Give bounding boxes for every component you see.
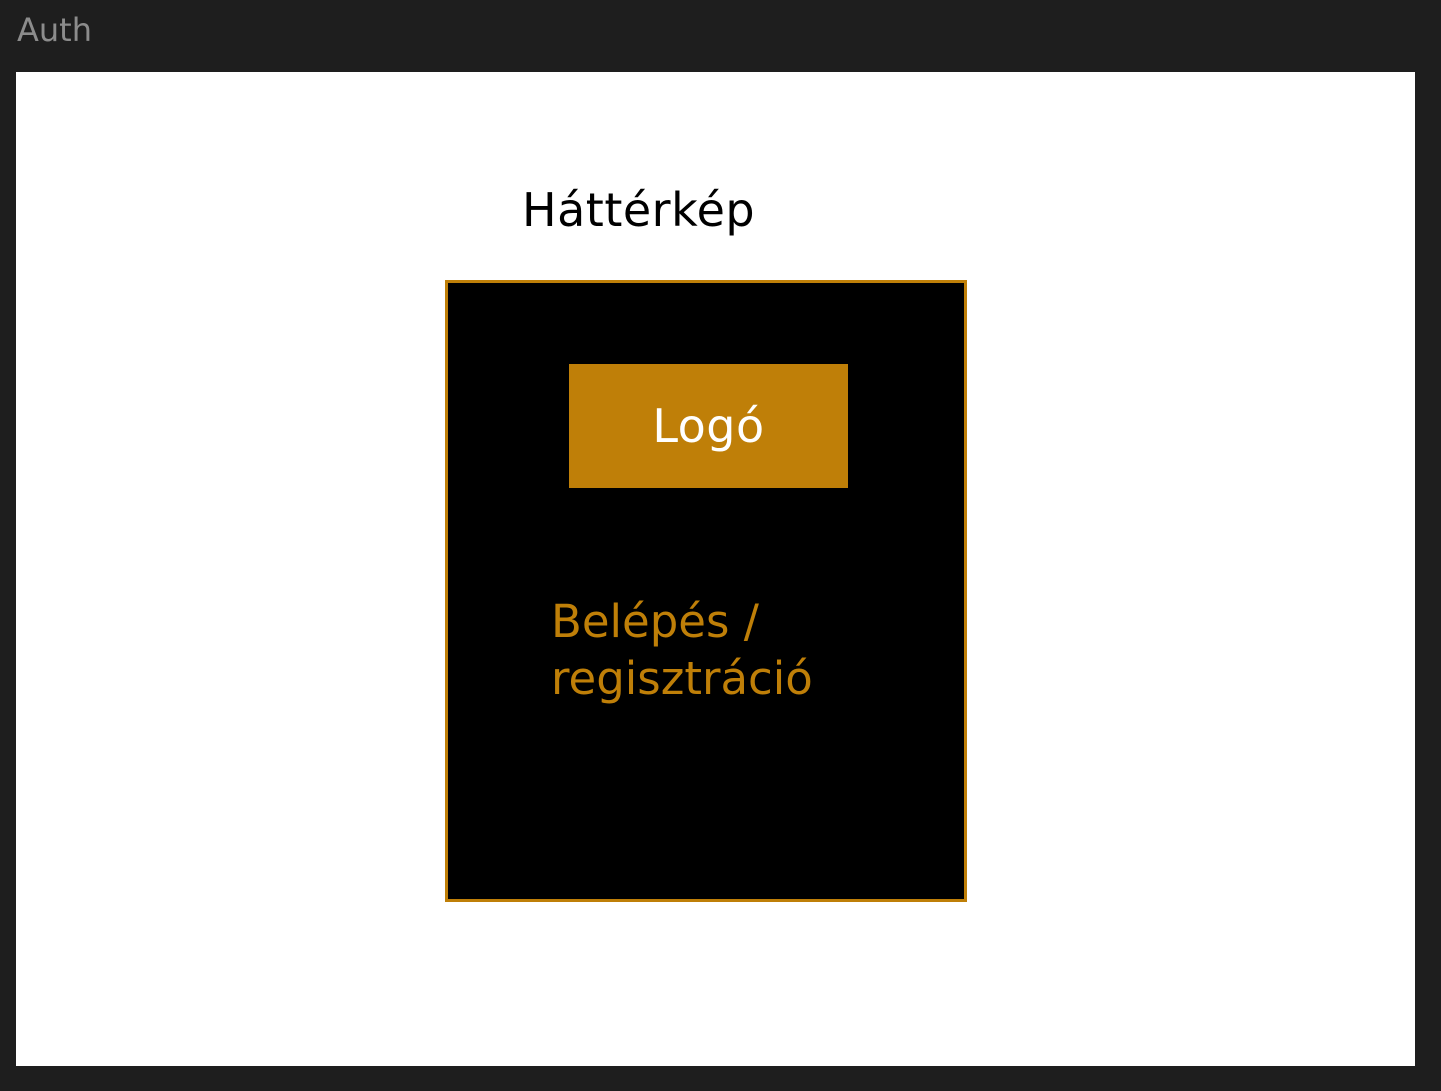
logo-placeholder: Logó xyxy=(569,364,848,488)
frame-title[interactable]: Auth xyxy=(17,11,92,49)
auth-panel: Logó Belépés / regisztráció xyxy=(445,280,967,902)
login-register-link[interactable]: Belépés / regisztráció xyxy=(551,595,813,705)
auth-frame-canvas: Háttérkép Logó Belépés / regisztráció xyxy=(16,72,1415,1066)
background-image-placeholder-label: Háttérkép xyxy=(522,183,756,237)
logo-label: Logó xyxy=(652,399,765,453)
